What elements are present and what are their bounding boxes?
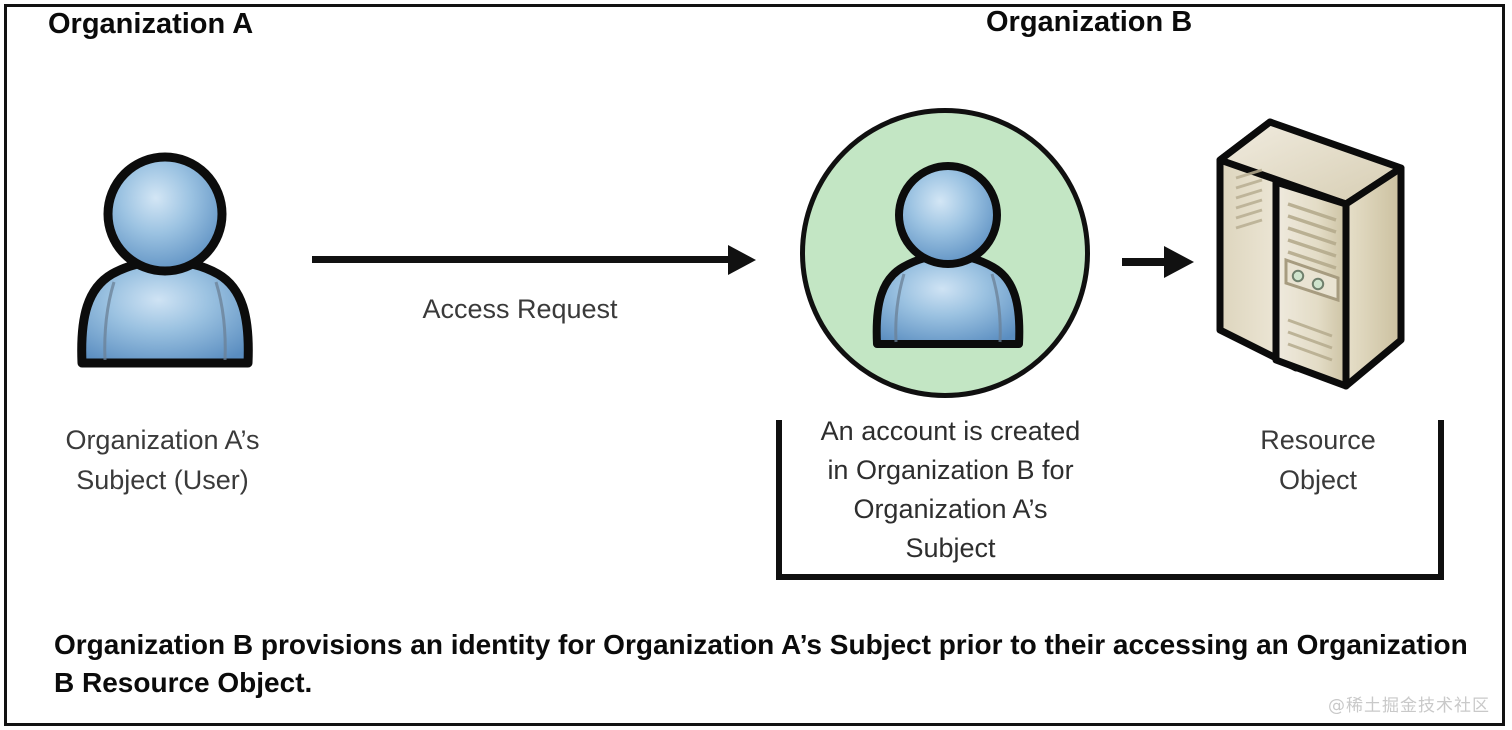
organization-b-title: Organization B [986,6,1193,38]
subject-label: Organization A’s Subject (User) [65,425,260,495]
green-circle [800,108,1090,398]
resource-arrow-head [1164,246,1194,278]
user-avatar-icon [868,158,1028,350]
access-request-arrow-head [728,245,756,275]
watermark: @稀土掘金技术社区 [1328,696,1490,716]
bracket-bottom-stroke [776,574,1444,580]
access-request-arrow-line [312,256,732,263]
resource-object-label: Resource Object [1260,425,1376,495]
bracket-right-stroke [1438,420,1444,580]
resource-arrow-line [1122,258,1168,266]
organization-a-title: Organization A [48,8,254,40]
user-avatar-icon [72,148,258,370]
account-created-caption: An account is created in Organization B … [820,416,1081,563]
access-request-label: Access Request [422,294,618,324]
bracket-left-stroke [776,420,782,580]
server-tower-icon [1196,108,1426,408]
footer-caption: Organization B provisions an identity fo… [54,629,1468,698]
organization-b-bracket [776,420,1444,580]
diagram-border [4,4,1505,726]
